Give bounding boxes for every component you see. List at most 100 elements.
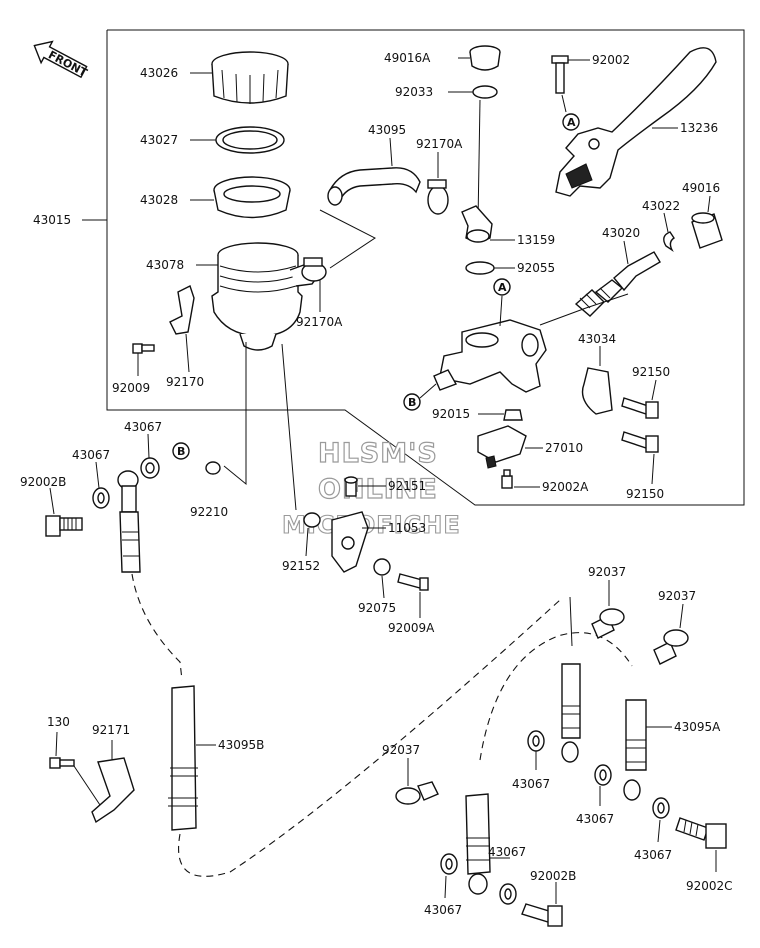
part-label: 43067 [512, 777, 550, 791]
brake-hose-front-icon [117, 470, 141, 573]
washer-icon [373, 558, 391, 576]
banjo-bolt-icon [45, 515, 83, 537]
front-arrow-icon: FRONT [33, 40, 90, 80]
bolt-icon [621, 397, 659, 419]
o-ring-icon [465, 261, 495, 275]
part-label: 92150 [626, 487, 664, 501]
part-label: 43095B [218, 738, 264, 752]
part-label: 92152 [282, 559, 320, 573]
watermark-line2: ONLINE [318, 474, 438, 505]
svg-text:A: A [498, 281, 507, 294]
part-label: 130 [47, 715, 70, 729]
reservoir-hose-icon [327, 167, 421, 206]
washer-icon [499, 883, 517, 905]
part-label: 43078 [146, 258, 184, 272]
washer-icon [594, 764, 612, 786]
banjo-bolt-icon [521, 903, 563, 927]
bolt-icon [132, 343, 155, 354]
bolt-icon [49, 757, 75, 769]
part-label: 11053 [388, 521, 426, 535]
screw-icon [501, 469, 513, 489]
bracket-icon [169, 285, 195, 335]
svg-text:B: B [177, 445, 185, 458]
bleed-cap-icon [503, 409, 523, 421]
part-label: 92002A [542, 480, 589, 494]
part-label: 92009 [112, 381, 150, 395]
washer-icon [92, 487, 110, 509]
diaphragm-ring-icon [215, 126, 285, 154]
part-label: 92075 [358, 601, 396, 615]
hose-clamp-icon [653, 629, 689, 665]
assembly-outline [106, 29, 745, 506]
part-label: 43015 [33, 213, 71, 227]
part-label: 92002C [686, 879, 733, 893]
hose-clamp-icon [591, 608, 625, 639]
bleed-screw-icon [344, 476, 358, 497]
bolt-icon [551, 55, 569, 94]
washer-icon [440, 853, 458, 875]
part-label: 92033 [395, 85, 433, 99]
part-label: 92009A [388, 621, 435, 635]
part-label: 92002 [592, 53, 630, 67]
part-label: 43027 [140, 133, 178, 147]
bolt-icon [621, 431, 659, 453]
brake-hose-center-icon [465, 793, 491, 895]
part-label: 92002B [530, 869, 576, 883]
diaphragm-plate-icon [213, 176, 291, 219]
part-label: 49016 [682, 181, 720, 195]
front-label: FRONT [46, 48, 90, 79]
handlebar-clamp-icon [581, 367, 613, 415]
part-label: 43067 [634, 848, 672, 862]
callout-b-body: B [403, 393, 421, 411]
part-label: 92037 [382, 743, 420, 757]
part-label: 43022 [642, 199, 680, 213]
brake-hose-rear-left-icon [561, 663, 581, 763]
junction-icon [331, 511, 369, 573]
brake-switch-icon [477, 425, 527, 469]
hose-fitting-icon [461, 205, 493, 243]
part-label: 43067 [124, 420, 162, 434]
part-label: 92170A [416, 137, 463, 151]
washer-icon [527, 730, 545, 752]
washer-icon [140, 457, 160, 479]
hose-clamp-icon [395, 781, 439, 805]
part-label: 49016A [384, 51, 431, 65]
part-label: 43034 [578, 332, 616, 346]
part-label: 92037 [658, 589, 696, 603]
callout-b-fitting: B [172, 442, 190, 460]
part-label: 92002B [20, 475, 66, 489]
hose-bracket-icon [91, 757, 135, 824]
brake-hose-rear-right-icon [623, 699, 647, 801]
callout-a-body: A [493, 278, 511, 296]
svg-text:B: B [408, 396, 416, 409]
part-label: 92170 [166, 375, 204, 389]
part-label: 13159 [517, 233, 555, 247]
part-label: 43095A [674, 720, 721, 734]
part-label: 92151 [388, 479, 426, 493]
watermark-line1: HLSM'S [318, 438, 438, 469]
piston-icon [574, 251, 661, 317]
hose-clamp-lower-icon [301, 257, 327, 282]
hose-clamp-icon [427, 179, 449, 215]
reservoir-tank-icon [211, 242, 318, 351]
callout-a-top: A [562, 113, 580, 131]
brake-lever-icon [555, 47, 717, 197]
part-label: 43095 [368, 123, 406, 137]
dust-seal-icon [691, 212, 723, 249]
part-label: 92150 [632, 365, 670, 379]
brake-hose-lower-icon [168, 685, 198, 831]
part-label: 92171 [92, 723, 130, 737]
washer-icon [205, 461, 221, 475]
svg-text:A: A [567, 116, 576, 129]
washer-icon [303, 512, 321, 528]
part-label: 43067 [488, 845, 526, 859]
circlip-icon [472, 85, 498, 99]
part-label: 43067 [72, 448, 110, 462]
part-label: 92037 [588, 565, 626, 579]
banjo-bolt-icon [675, 817, 727, 849]
grommet-icon [469, 45, 501, 71]
part-label: 27010 [545, 441, 583, 455]
part-label: 92055 [517, 261, 555, 275]
part-label: 92210 [190, 505, 228, 519]
